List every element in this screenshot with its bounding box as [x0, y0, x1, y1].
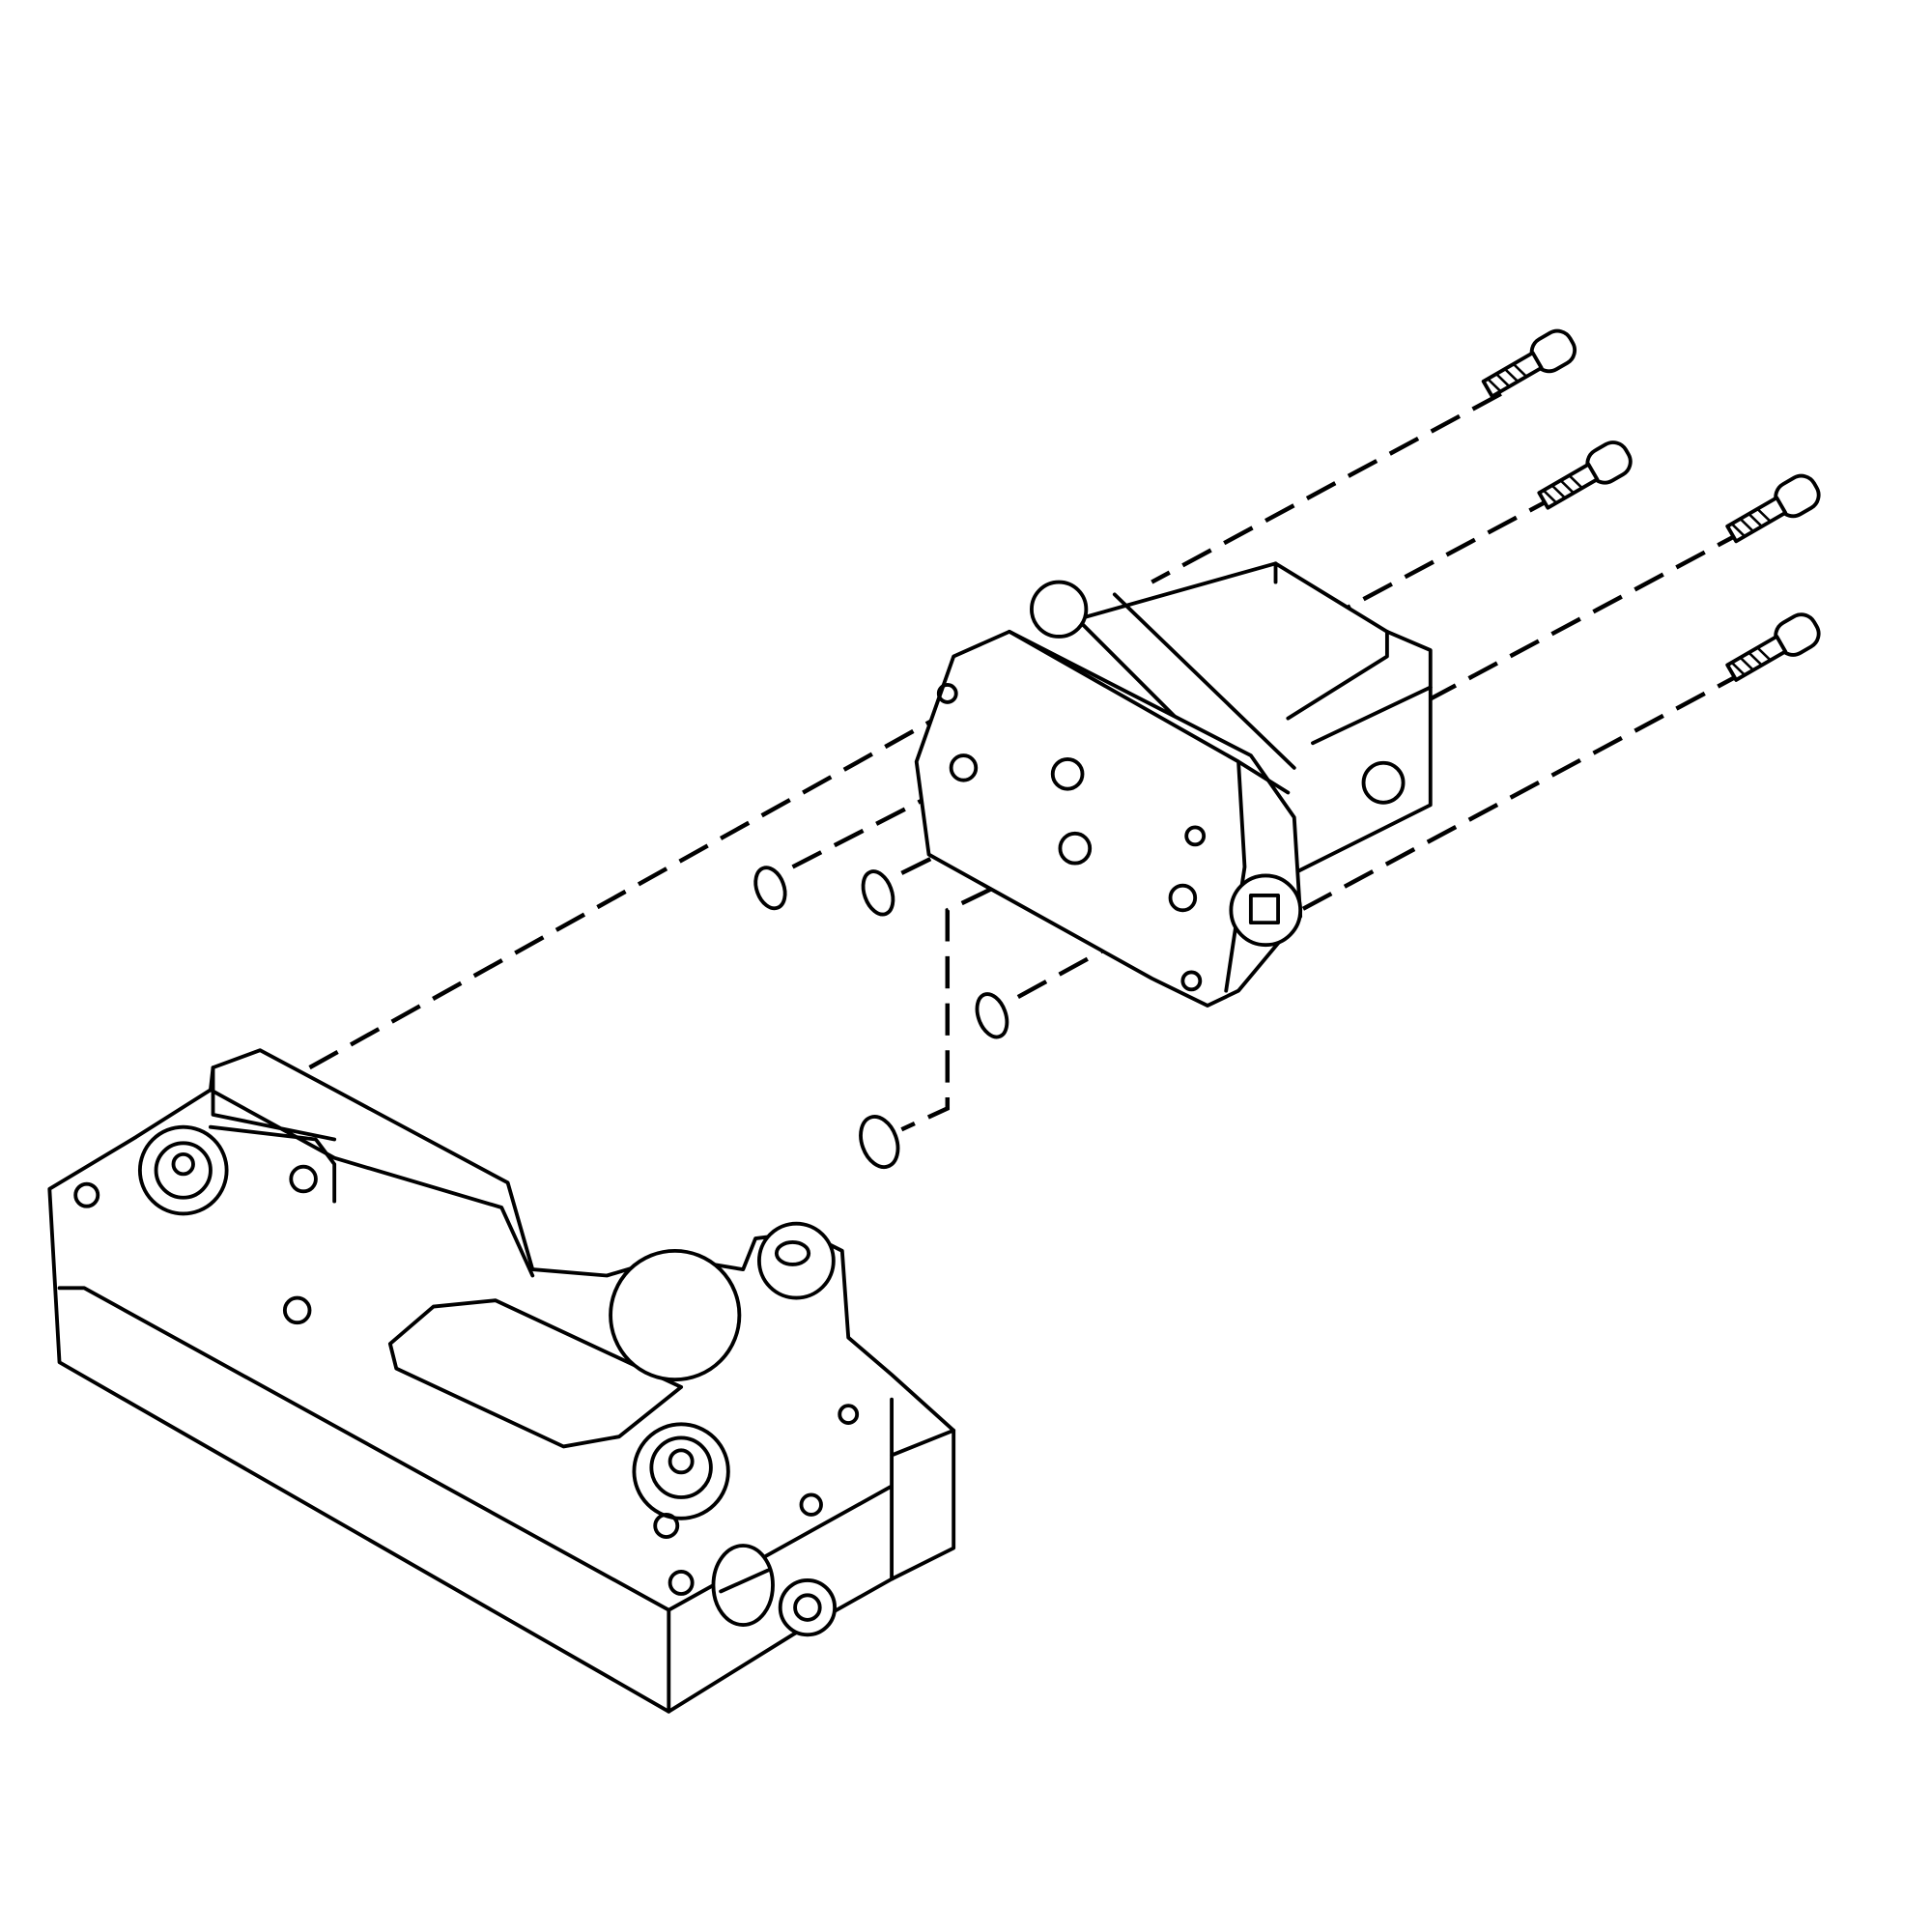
pump-port-1	[949, 753, 979, 782]
housing-cap	[609, 1248, 742, 1382]
housing-port	[711, 1544, 775, 1627]
o-rings	[751, 864, 1012, 1173]
guide-line-screw-2	[1336, 493, 1559, 615]
guide-line-screw-1	[1151, 391, 1502, 584]
pump-fitting	[1229, 873, 1303, 948]
housing[interactable]	[47, 1048, 956, 1714]
guide-line-oring-4	[900, 887, 992, 1132]
screw-3[interactable]	[1723, 470, 1825, 549]
housing-plug	[778, 1577, 838, 1637]
screws	[1479, 326, 1825, 688]
assembly-guide-lines	[308, 391, 1747, 1132]
housing-fitting-1	[137, 1124, 229, 1216]
o-ring-1[interactable]	[751, 864, 790, 913]
pump-body[interactable]	[914, 561, 1433, 1008]
pump-port-3	[1058, 831, 1093, 866]
pump-side-plug	[1361, 760, 1406, 805]
housing-cover-plate	[387, 1298, 684, 1449]
o-ring-3[interactable]	[972, 990, 1012, 1041]
screw-2[interactable]	[1535, 437, 1636, 515]
pump-port-2	[1050, 756, 1085, 791]
guide-line-screw-3	[1405, 527, 1747, 715]
pump-port-4	[1168, 883, 1198, 913]
screw-1[interactable]	[1479, 326, 1580, 404]
o-ring-4[interactable]	[854, 1112, 904, 1173]
guide-line-screw-4	[1299, 668, 1747, 913]
pump-shaft-gear	[1030, 580, 1089, 639]
o-ring-2[interactable]	[858, 867, 898, 919]
guide-line-housing	[308, 710, 949, 1070]
screw-4[interactable]	[1723, 610, 1825, 688]
housing-boss	[756, 1221, 836, 1300]
pump-front-face	[914, 629, 1303, 1008]
